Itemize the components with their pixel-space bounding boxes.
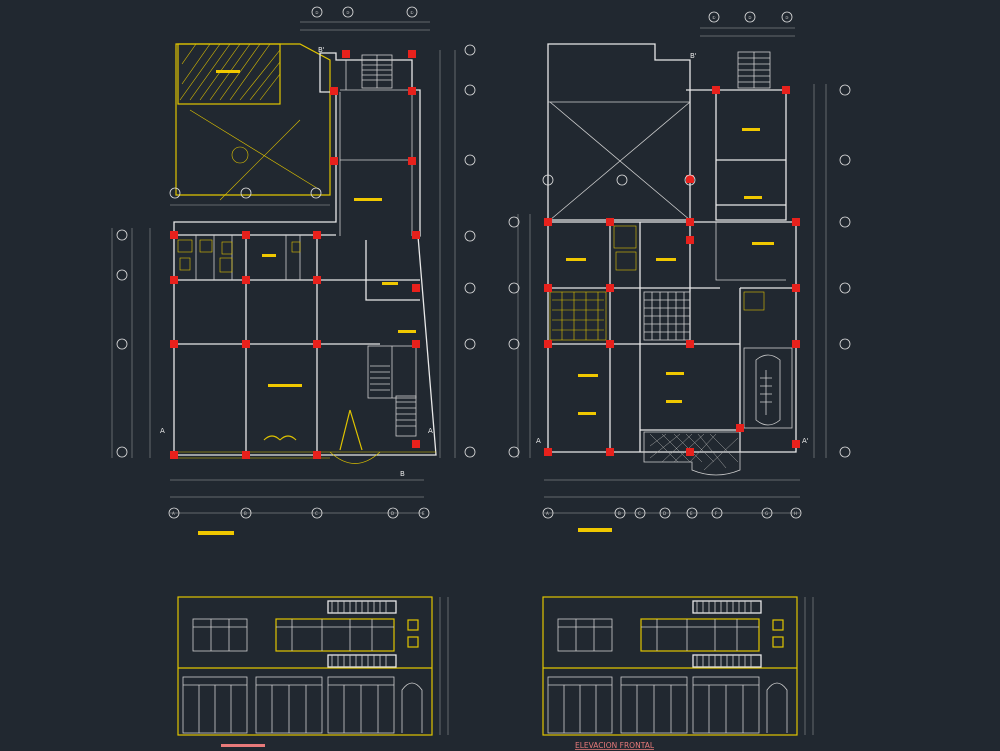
plan1-bottom-grid: A B C D E	[168, 479, 430, 519]
plan2-left-grid	[508, 174, 696, 458]
plan2-top-grid-bubbles: ① ② ③	[700, 11, 795, 37]
section-mark: B	[400, 470, 405, 478]
section-mark: B'	[318, 46, 325, 54]
plan1-mid-grid-bubbles	[169, 187, 330, 206]
plan2-bottom-grid: A B C D E F G H	[542, 479, 802, 519]
plan2-columns	[544, 86, 800, 456]
grid-label: ③	[346, 10, 350, 15]
grid-label: B	[244, 511, 247, 516]
section-mark: A'	[802, 437, 809, 445]
grid-label: C	[315, 511, 318, 516]
plan1-bathrooms	[177, 239, 301, 273]
elevation-2: ELEVACION FRONTAL	[542, 596, 814, 750]
plan1-columns	[170, 50, 420, 459]
grid-label: ①	[712, 15, 716, 20]
section-mark: A	[536, 437, 541, 445]
plan1-right-grid	[439, 44, 476, 458]
plan1-top-grid-bubbles: ② ③ ①	[300, 6, 430, 31]
plan2-spiral-stair	[743, 347, 793, 429]
plan1-stair-right	[367, 345, 417, 437]
grid-label: D	[663, 511, 666, 516]
floor-plan-2: ① ② ③	[508, 11, 851, 532]
plan2-kitchen	[549, 291, 691, 341]
grid-label: ②	[748, 15, 752, 20]
grid-label: H	[794, 511, 797, 516]
grid-label: G	[765, 511, 768, 516]
plan2-right-grid	[813, 84, 851, 458]
grid-label: C	[638, 511, 641, 516]
grid-label: F	[715, 511, 718, 516]
plan2-stair-top	[737, 51, 771, 89]
elevation-title: ELEVACION FRONTAL	[575, 741, 655, 750]
grid-label: E	[422, 511, 425, 516]
grid-label: D	[391, 511, 394, 516]
grid-label: ③	[785, 15, 789, 20]
grid-label: ②	[315, 10, 319, 15]
section-mark: A	[160, 427, 165, 435]
elevation-title-bar	[221, 744, 265, 747]
grid-label: A	[172, 511, 175, 516]
grid-label: B	[618, 511, 621, 516]
plan1-hatched-patio	[177, 43, 281, 105]
floor-plan-1: ② ③ ①	[111, 6, 476, 535]
grid-label: E	[690, 511, 693, 516]
elevation-1	[177, 596, 449, 747]
plan1-room-labels	[198, 70, 416, 535]
section-mark: A'	[428, 427, 435, 435]
grid-label: ①	[410, 10, 414, 15]
plan1-left-grid	[111, 228, 151, 458]
grid-label: A	[546, 511, 549, 516]
section-mark: B'	[690, 52, 697, 60]
plan1-stair-top	[361, 54, 393, 89]
plan2-room-labels	[566, 128, 774, 532]
